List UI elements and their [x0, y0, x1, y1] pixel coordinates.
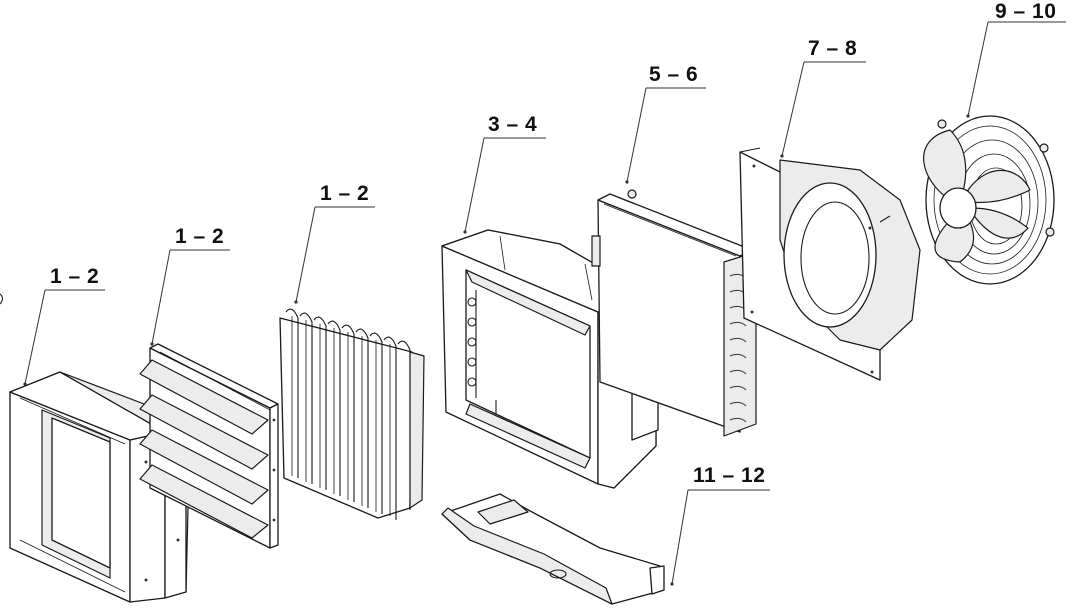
part-label-heat-exchanger: 5 – 6 — [649, 63, 699, 86]
vertical-blades-part — [279, 308, 425, 520]
part-label-front-frame: 1 – 2 — [50, 265, 100, 288]
part-label-vertical-blades: 1 – 2 — [320, 182, 370, 205]
fan-part — [923, 115, 1055, 285]
edge-fragment — [0, 293, 4, 305]
part-label-louvre-grille: 1 – 2 — [175, 225, 225, 248]
part-label-drip-tray: 11 – 12 — [693, 464, 766, 487]
front-frame-part — [9, 371, 191, 603]
drip-tray-part — [441, 493, 665, 605]
part-label-fan-shroud: 7 – 8 — [808, 37, 858, 60]
leader-lines — [23, 21, 1066, 586]
part-label-housing: 3 – 4 — [488, 113, 538, 136]
louvre-grille-part — [139, 343, 279, 549]
fan-shroud-part — [739, 147, 921, 381]
part-label-fan: 9 – 10 — [995, 0, 1057, 23]
